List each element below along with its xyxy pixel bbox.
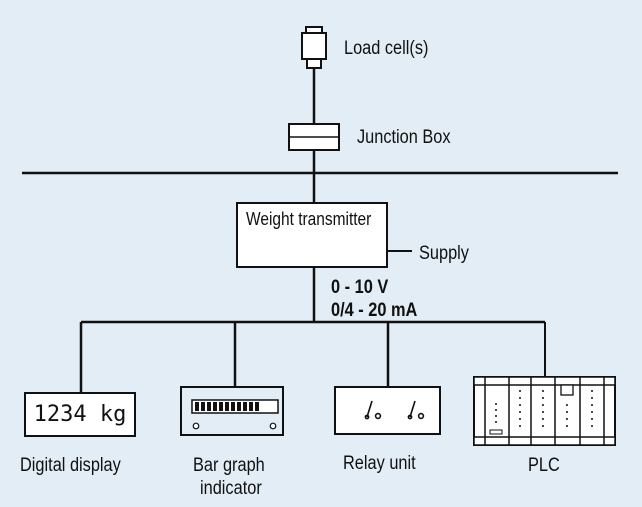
supply-label: Supply — [419, 243, 469, 264]
bar-graph-label-line2: indicator — [200, 478, 262, 499]
load-cell-icon — [301, 26, 327, 69]
plc-rack-icon — [473, 376, 616, 446]
weight-transmitter-label: Weight transmitter — [246, 209, 372, 229]
relay-unit-box — [334, 386, 441, 435]
bar-graph-box — [180, 386, 284, 436]
bar-graph-label-line1: Bar graph — [193, 455, 265, 476]
output-voltage-label: 0 - 10 V — [331, 277, 389, 298]
load-cell-label: Load cell(s) — [344, 38, 429, 59]
weight-transmitter-box: Weight transmitter — [236, 202, 388, 268]
output-current-label: 0/4 - 20 mA — [331, 300, 418, 321]
digital-display-label: Digital display — [20, 455, 121, 476]
relay-unit-label: Relay unit — [343, 453, 416, 474]
junction-box-label: Junction Box — [357, 127, 451, 148]
bar-graph-segments-icon — [191, 399, 279, 430]
digital-display-box: 1234 kg — [24, 392, 136, 437]
digital-display-readout: 1234 kg — [33, 402, 127, 427]
plc-label: PLC — [528, 455, 560, 476]
junction-box-icon — [288, 123, 340, 151]
